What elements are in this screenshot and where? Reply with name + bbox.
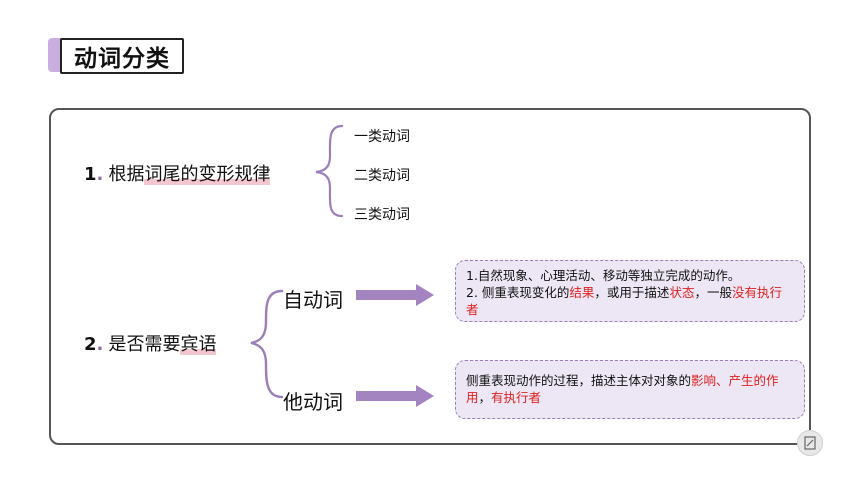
arrow-right-icon [356, 385, 434, 407]
section2-brace [250, 289, 284, 399]
intransitive-label: 自动词 [283, 288, 343, 312]
intransitive-note: 1.自然现象、心理活动、移动等独立完成的动作。 2. 侧重表现变化的结果，或用于… [455, 260, 805, 322]
verb-class-item: 三类动词 [354, 207, 410, 223]
section2-heading: 2. 是否需要宾语 [84, 330, 217, 356]
arrow-right-icon [356, 284, 434, 306]
section2-number: 2. [84, 334, 104, 355]
content-panel [49, 108, 811, 445]
verb-class-item: 一类动词 [354, 129, 410, 145]
verb-class-item: 二类动词 [354, 168, 410, 184]
intransitive-note-line1: 1.自然现象、心理活动、移动等独立完成的动作。 [466, 268, 741, 283]
section1-heading: 1. 根据词尾的变形规律 [84, 160, 271, 186]
page-title-text: 动词分类 [74, 46, 170, 72]
transitive-label: 他动词 [283, 390, 343, 414]
section1-brace [315, 124, 344, 218]
section1-number: 1. [84, 164, 104, 185]
transitive-note: 侧重表现动作的过程，描述主体对对象的影响、产生的作用，有执行者 [455, 360, 805, 419]
intransitive-note-line2: 2. 侧重表现变化的结果，或用于描述状态，一般没有执行者 [466, 285, 782, 317]
section1-title: 根据词尾的变形规律 [108, 164, 271, 185]
section2-title: 是否需要宾语 [108, 334, 217, 355]
notes-icon[interactable] [797, 430, 823, 456]
page-title: 动词分类 [60, 38, 184, 74]
